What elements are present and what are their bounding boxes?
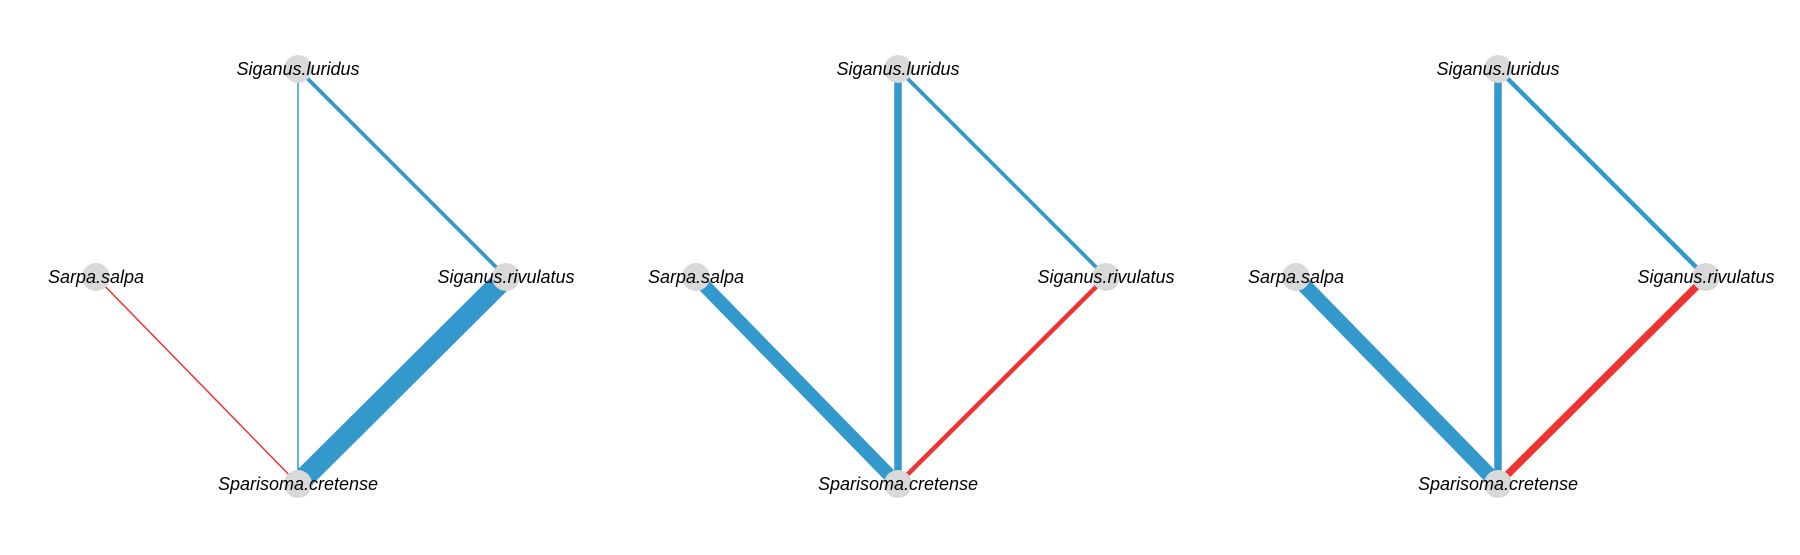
node-cretense	[284, 470, 312, 498]
node-cretense	[884, 470, 912, 498]
node-rivulatus	[1092, 263, 1120, 291]
node-label-rivulatus: Siganus.rivulatus	[1037, 267, 1174, 287]
edge-rivulatus-cretense	[896, 275, 1108, 486]
edge-rivulatus-cretense	[290, 269, 514, 492]
node-label-rivulatus: Siganus.rivulatus	[1637, 267, 1774, 287]
edge-salpa-cretense	[1290, 271, 1504, 490]
edge-luridus-rivulatus	[296, 67, 508, 279]
node-label-luridus: Siganus.luridus	[1436, 59, 1559, 79]
edge-salpa-cretense	[95, 276, 299, 485]
edge-rivulatus-cretense	[1495, 274, 1709, 487]
node-rivulatus	[1692, 263, 1720, 291]
node-rivulatus	[492, 263, 520, 291]
edge-salpa-cretense	[691, 272, 903, 489]
edge-luridus-rivulatus	[896, 67, 1108, 279]
node-label-luridus: Siganus.luridus	[236, 59, 359, 79]
node-luridus	[884, 55, 912, 83]
node-luridus	[284, 55, 312, 83]
node-label-cretense: Sparisoma.cretense	[1418, 474, 1578, 494]
edge-luridus-rivulatus	[1496, 67, 1708, 279]
node-label-cretense: Sparisoma.cretense	[218, 474, 378, 494]
node-label-salpa: Sarpa.salpa	[1248, 267, 1344, 287]
node-label-rivulatus: Siganus.rivulatus	[437, 267, 574, 287]
node-salpa	[1282, 263, 1310, 291]
node-label-salpa: Sarpa.salpa	[48, 267, 144, 287]
node-label-cretense: Sparisoma.cretense	[818, 474, 978, 494]
node-salpa	[82, 263, 110, 291]
node-cretense	[1484, 470, 1512, 498]
node-label-luridus: Siganus.luridus	[836, 59, 959, 79]
node-salpa	[682, 263, 710, 291]
node-luridus	[1484, 55, 1512, 83]
node-label-salpa: Sarpa.salpa	[648, 267, 744, 287]
